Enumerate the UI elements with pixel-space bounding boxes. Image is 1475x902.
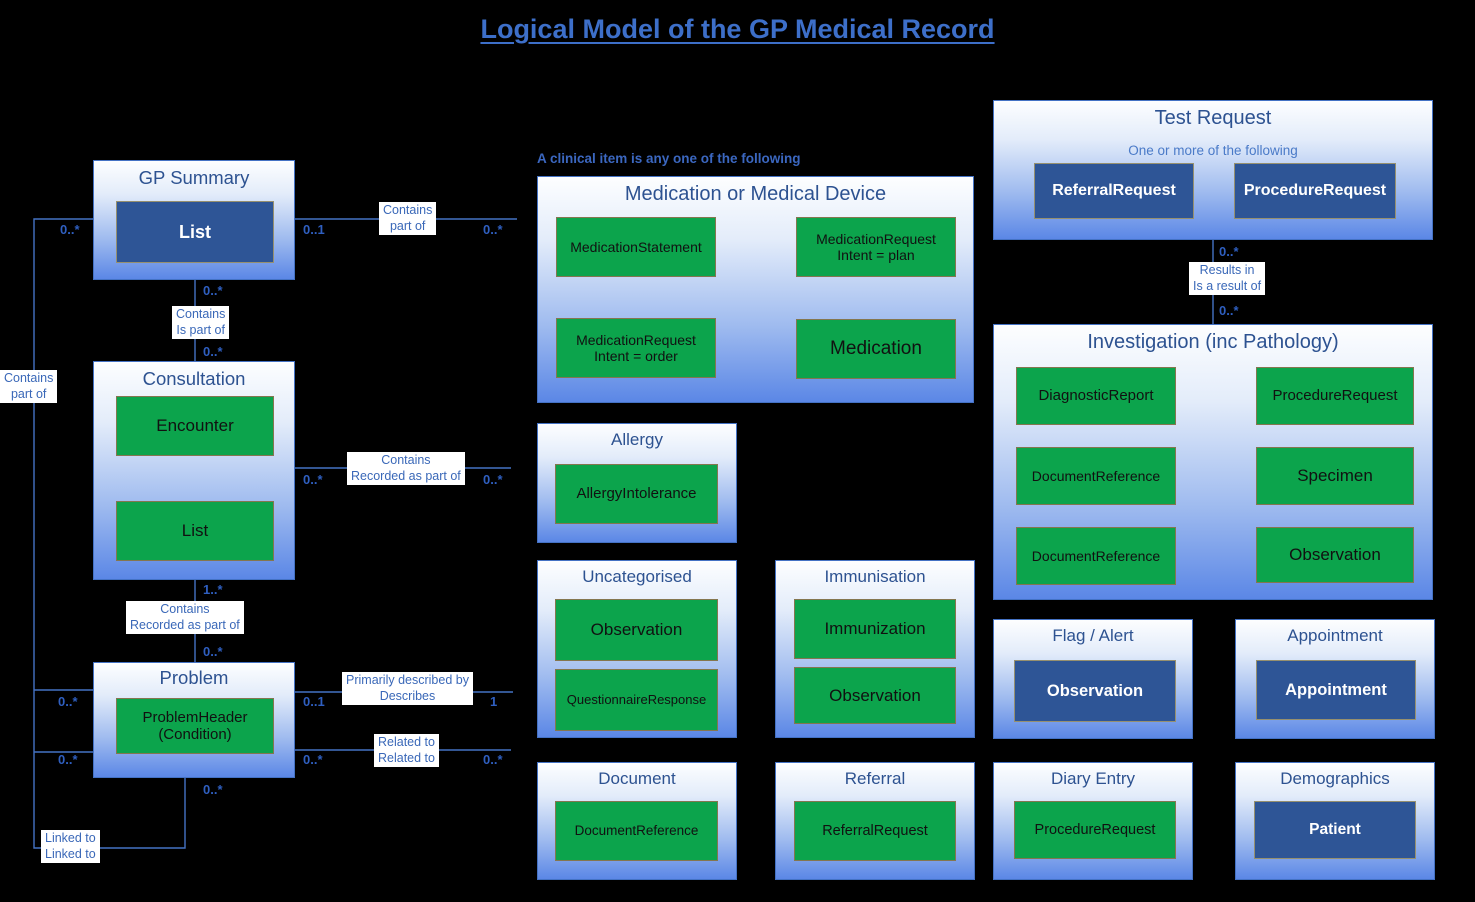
test-request-subtitle: One or more of the following [1128,143,1298,158]
problem-group: Problem ProblemHeader (Condition) [93,662,295,778]
gp-summary-title: GP Summary [138,167,250,188]
relationship-label-results-in: Results in Is a result of [1189,262,1266,296]
gp-summary-list-node: List [116,201,274,263]
uncategorised-group: Uncategorised Observation QuestionnaireR… [537,560,737,738]
multiplicity-label: 0..* [203,344,223,359]
multiplicity-label: 0..* [58,694,78,709]
test-request-referral-request-node: ReferralRequest [1034,163,1194,219]
relationship-label-contains-recorded: Contains Recorded as part of [347,452,465,486]
consultation-title: Consultation [142,368,246,389]
multiplicity-label: 0..* [60,222,80,237]
appointment-node: Appointment [1256,660,1416,720]
consultation-encounter-node: Encounter [116,396,274,456]
questionnaire-response-node: QuestionnaireResponse [555,669,718,731]
multiplicity-label: 0..* [483,222,503,237]
immunisation-observation-node: Observation [794,667,956,724]
consultation-list-node: List [116,501,274,561]
diary-entry-title: Diary Entry [1050,769,1136,788]
specimen-node: Specimen [1256,447,1414,505]
document-title: Document [598,769,676,788]
referral-request-node: ReferralRequest [794,801,956,861]
multiplicity-label: 0..* [303,472,323,487]
multiplicity-label: 0..* [483,472,503,487]
relationship-label-primarily-described: Primarily described by Describes [342,672,473,706]
allergy-group: Allergy AllergyIntolerance [537,423,737,543]
multiplicity-label: 1 [490,694,498,709]
medication-request-plan-node: MedicationRequest Intent = plan [796,217,956,277]
relationship-label-contains-part-of: Contains part of [379,202,437,236]
investigation-title: Investigation (inc Pathology) [1087,331,1339,353]
uncategorised-title: Uncategorised [582,567,692,586]
medication-group-title: Medication or Medical Device [624,183,887,205]
medication-statement-node: MedicationStatement [556,217,716,277]
investigation-group: Investigation (inc Pathology) Diagnostic… [993,324,1433,600]
relationship-label-contains-is-part-of: Contains Is part of [172,306,230,340]
multiplicity-label: 0..* [1219,303,1239,318]
document-group: Document DocumentReference [537,762,737,880]
immunisation-group: Immunisation Immunization Observation [775,560,975,738]
appointment-group: Appointment Appointment [1235,619,1435,739]
uncategorised-observation-node: Observation [555,599,718,661]
consultation-group: Consultation Encounter List [93,361,295,580]
clinical-item-note: A clinical item is any one of the follow… [537,151,801,166]
diary-entry-group: Diary Entry ProcedureRequest [993,762,1193,880]
multiplicity-label: 0..* [203,283,223,298]
multiplicity-label: 0..* [303,752,323,767]
investigation-observation-node: Observation [1256,527,1414,583]
demographics-group: Demographics Patient [1235,762,1435,880]
investigation-document-reference-2-node: DocumentReference [1016,527,1176,585]
medication-node: Medication [796,319,956,379]
problem-header-node: ProblemHeader (Condition) [116,698,274,754]
multiplicity-label: 0..1 [303,694,325,709]
multiplicity-label: 1..* [203,582,223,597]
flag-alert-observation-node: Observation [1014,660,1176,722]
test-request-procedure-request-node: ProcedureRequest [1234,163,1396,219]
appointment-title: Appointment [1287,626,1383,645]
allergy-intolerance-node: AllergyIntolerance [555,464,718,524]
test-request-title: Test Request [1154,107,1272,129]
immunisation-title: Immunisation [824,567,926,586]
document-reference-node: DocumentReference [555,801,718,861]
diary-entry-procedure-request-node: ProcedureRequest [1014,801,1176,859]
diagnostic-report-node: DiagnosticReport [1016,367,1176,425]
patient-node: Patient [1254,801,1416,859]
referral-title: Referral [844,769,906,788]
multiplicity-label: 0..* [203,782,223,797]
multiplicity-label: 0..* [483,752,503,767]
relationship-label-related-to: Related to Related to [374,734,439,768]
referral-group: Referral ReferralRequest [775,762,975,880]
medication-request-order-node: MedicationRequest Intent = order [556,318,716,378]
relationship-label-contains-recorded-2: Contains Recorded as part of [126,601,244,635]
relationship-label-contains-part-of-left: Contains part of [0,370,58,404]
flag-alert-group: Flag / Alert Observation [993,619,1193,739]
demographics-title: Demographics [1280,769,1390,788]
multiplicity-label: 0..* [203,644,223,659]
allergy-title: Allergy [611,430,663,449]
flag-alert-title: Flag / Alert [1052,626,1134,645]
investigation-document-reference-1-node: DocumentReference [1016,447,1176,505]
multiplicity-label: 0..1 [303,222,325,237]
immunization-node: Immunization [794,599,956,659]
multiplicity-label: 0..* [1219,244,1239,259]
test-request-group: Test Request One or more of the followin… [993,100,1433,240]
problem-title: Problem [159,667,229,688]
diagram-title: Logical Model of the GP Medical Record [480,14,995,44]
multiplicity-label: 0..* [58,752,78,767]
medication-group: Medication or Medical Device MedicationS… [537,176,974,403]
investigation-procedure-request-node: ProcedureRequest [1256,367,1414,425]
gp-summary-group: GP Summary List [93,160,295,280]
relationship-label-linked-to: Linked to Linked to [41,830,100,864]
